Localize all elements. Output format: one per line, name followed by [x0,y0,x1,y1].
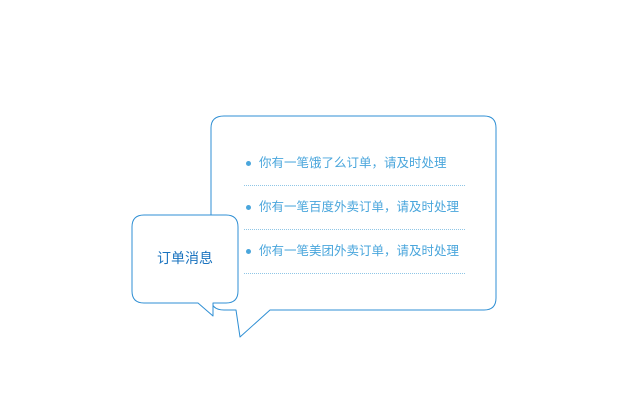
notification-item[interactable]: 你有一笔美团外卖订单，请及时处理 [244,230,465,274]
notification-item[interactable]: 你有一笔百度外卖订单，请及时处理 [244,186,465,230]
notification-text: 你有一笔百度外卖订单，请及时处理 [259,199,460,214]
notification-text: 你有一笔饿了么订单，请及时处理 [259,155,447,170]
bullet-dot-icon [246,205,251,210]
small-speech-bubble [131,214,239,317]
large-speech-bubble [210,115,497,338]
notification-text: 你有一笔美团外卖订单，请及时处理 [259,243,460,258]
bullet-dot-icon [246,161,251,166]
order-message-label: 订单消息 [157,251,213,267]
bullet-dot-icon [246,249,251,254]
notification-list: 你有一笔饿了么订单，请及时处理 你有一笔百度外卖订单，请及时处理 你有一笔美团外… [244,142,465,274]
notification-item[interactable]: 你有一笔饿了么订单，请及时处理 [244,142,465,186]
